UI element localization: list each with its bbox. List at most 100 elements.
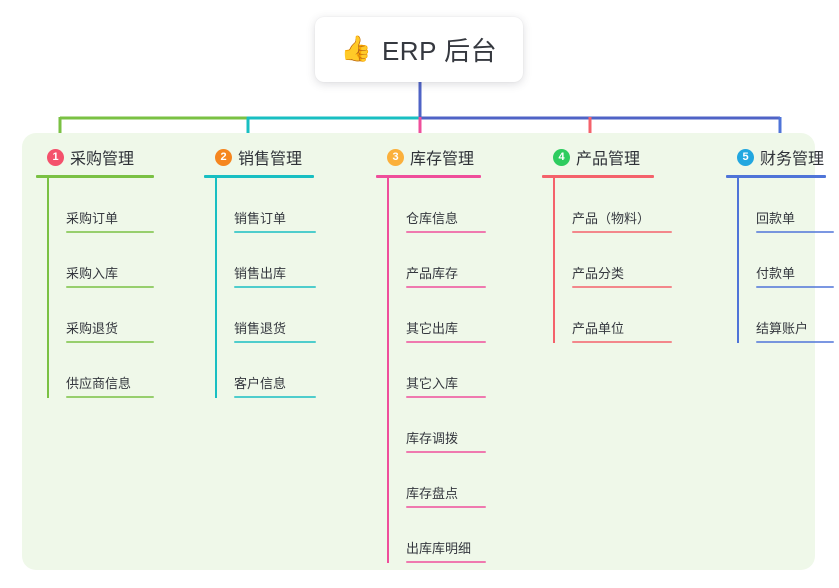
column-title-4: 产品管理 (576, 151, 641, 168)
menu-item-underline (406, 396, 486, 398)
menu-item-label: 供应商信息 (66, 376, 132, 391)
menu-item[interactable]: 客户信息 (204, 343, 316, 398)
column-items-2: 销售订单销售出库销售退货客户信息 (204, 178, 316, 398)
column-4: 4 产品管理产品（物料） 产品分类产品单位 (542, 146, 672, 343)
menu-item-label: 结算账户 (756, 321, 809, 336)
menu-item-label: 仓库信息 (406, 211, 459, 226)
menu-item-label: 采购入库 (66, 266, 119, 281)
menu-item-underline (66, 286, 154, 288)
menu-item-underline (572, 341, 672, 343)
menu-item-underline (406, 561, 486, 563)
menu-item[interactable]: 产品分类 (542, 233, 672, 288)
column-header-1[interactable]: 1 采购管理 (47, 146, 154, 168)
thumbs-up-icon: 👍 (340, 35, 372, 63)
menu-item-underline (234, 341, 316, 343)
menu-item-label: 库存盘点 (406, 486, 459, 501)
column-divider-4 (542, 175, 654, 178)
menu-item-label: 库存调拨 (406, 431, 459, 446)
column-badge-4: 4 (553, 148, 570, 166)
menu-item-label: 销售出库 (234, 266, 287, 281)
menu-item[interactable]: 结算账户 (726, 288, 834, 343)
menu-item[interactable]: 销售出库 (204, 233, 316, 288)
menu-item[interactable]: 采购退货 (36, 288, 154, 343)
column-items-5: 回款单付款单结算账户 (726, 178, 834, 343)
menu-item-label: 产品（物料） (572, 211, 651, 226)
column-1: 1 采购管理采购订单采购入库采购退货供应商信息 (36, 146, 154, 398)
menu-item-underline (756, 231, 834, 233)
column-divider-1 (36, 175, 154, 178)
menu-item[interactable]: 产品（物料） (542, 178, 672, 233)
menu-item[interactable]: 产品库存 (376, 233, 486, 288)
menu-item-underline (234, 286, 316, 288)
menu-item-underline (66, 231, 154, 233)
menu-item-underline (756, 286, 834, 288)
menu-item-underline (572, 286, 672, 288)
menu-item-label: 采购退货 (66, 321, 119, 336)
column-divider-5 (726, 175, 826, 178)
menu-item[interactable]: 仓库信息 (376, 178, 486, 233)
menu-item-underline (756, 341, 834, 343)
column-header-2[interactable]: 2 销售管理 (215, 146, 316, 168)
column-spine-1 (47, 178, 49, 398)
column-2: 2 销售管理销售订单销售出库销售退货客户信息 (204, 146, 316, 398)
menu-item-underline (406, 451, 486, 453)
menu-item-underline (406, 286, 486, 288)
menu-item-label: 其它入库 (406, 376, 459, 391)
menu-item-label: 产品库存 (406, 266, 459, 281)
column-title-3: 库存管理 (410, 151, 475, 168)
column-items-3: 仓库信息产品库存其它出库其它入库库存调拨库存盘点出库库明细 (376, 178, 486, 563)
column-badge-1: 1 (47, 148, 64, 166)
menu-item-underline (406, 506, 486, 508)
menu-item-label: 销售退货 (234, 321, 287, 336)
column-spine-2 (215, 178, 217, 398)
column-spine-3 (387, 178, 389, 563)
menu-item-underline (66, 396, 154, 398)
column-items-1: 采购订单采购入库采购退货供应商信息 (36, 178, 154, 398)
menu-item-underline (234, 396, 316, 398)
menu-item-label: 客户信息 (234, 376, 287, 391)
menu-item[interactable]: 供应商信息 (36, 343, 154, 398)
column-header-4[interactable]: 4 产品管理 (553, 146, 672, 168)
menu-item[interactable]: 采购订单 (36, 178, 154, 233)
menu-item-label: 产品单位 (572, 321, 625, 336)
column-title-1: 采购管理 (70, 151, 135, 168)
menu-item[interactable]: 库存盘点 (376, 453, 486, 508)
menu-item[interactable]: 销售订单 (204, 178, 316, 233)
menu-item[interactable]: 出库库明细 (376, 508, 486, 563)
menu-item-label: 付款单 (756, 266, 796, 281)
menu-item-underline (234, 231, 316, 233)
menu-item-label: 采购订单 (66, 211, 119, 226)
menu-item-label: 出库库明细 (406, 541, 472, 556)
menu-item[interactable]: 付款单 (726, 233, 834, 288)
root-title: ERP 后台 (381, 36, 498, 66)
column-divider-2 (204, 175, 314, 178)
column-items-4: 产品（物料） 产品分类产品单位 (542, 178, 672, 343)
column-badge-2: 2 (215, 148, 232, 166)
column-divider-3 (376, 175, 481, 178)
root-node[interactable]: 👍 ERP 后台 (315, 17, 523, 82)
column-spine-4 (553, 178, 555, 343)
menu-item[interactable]: 回款单 (726, 178, 834, 233)
menu-item[interactable]: 库存调拨 (376, 398, 486, 453)
diagram-panel (22, 133, 815, 570)
menu-item-underline (66, 341, 154, 343)
menu-item[interactable]: 销售退货 (204, 288, 316, 343)
menu-item-underline (406, 231, 486, 233)
menu-item[interactable]: 采购入库 (36, 233, 154, 288)
menu-item[interactable]: 其它出库 (376, 288, 486, 343)
menu-item-underline (572, 231, 672, 233)
menu-item-label: 销售订单 (234, 211, 287, 226)
menu-item-label: 产品分类 (572, 266, 625, 281)
menu-item-label: 回款单 (756, 211, 796, 226)
menu-item-label: 其它出库 (406, 321, 459, 336)
menu-item[interactable]: 产品单位 (542, 288, 672, 343)
column-title-2: 销售管理 (238, 151, 303, 168)
column-spine-5 (737, 178, 739, 343)
menu-item[interactable]: 其它入库 (376, 343, 486, 398)
column-badge-5: 5 (737, 148, 754, 166)
